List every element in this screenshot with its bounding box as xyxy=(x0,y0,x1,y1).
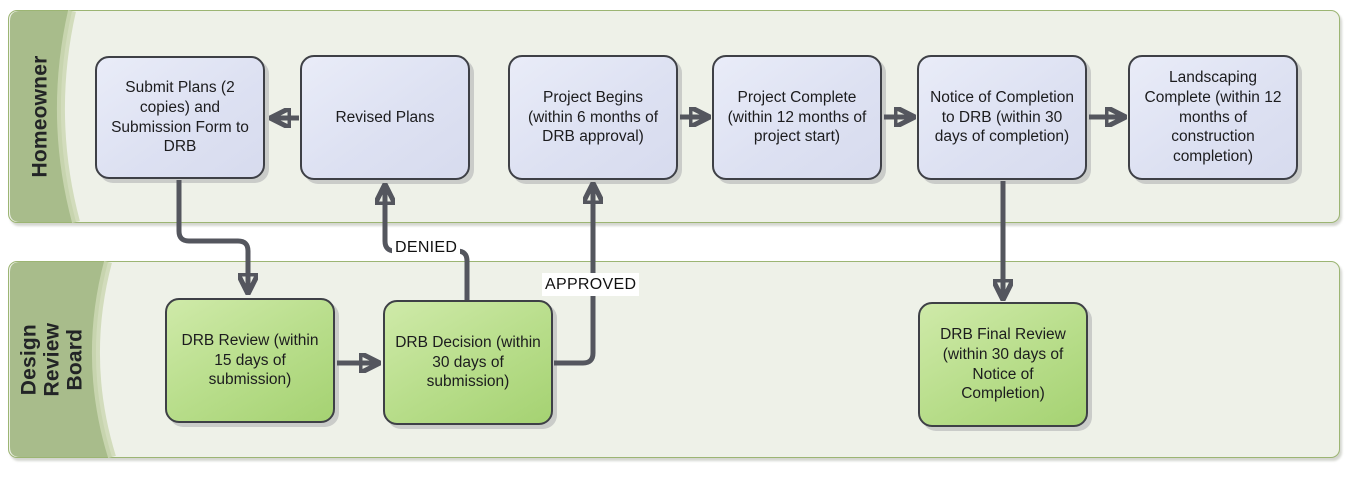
lane-design-review-board: Design Review Board xyxy=(8,261,1340,459)
lane-homeowner-band xyxy=(10,10,80,224)
node-landscaping-complete: Landscaping Complete (within 12 months o… xyxy=(1128,55,1298,180)
node-project-complete: Project Complete (within 12 months of pr… xyxy=(712,55,882,180)
node-notice-of-completion: Notice of Completion to DRB (within 30 d… xyxy=(917,55,1087,180)
node-drb-review-label: DRB Review (within 15 days of submission… xyxy=(181,331,319,389)
edge-label-approved: APPROVED xyxy=(542,273,640,297)
lane-band-trail xyxy=(91,261,116,459)
node-submit-plans: Submit Plans (2 copies) and Submission F… xyxy=(95,56,265,179)
node-project-complete-label: Project Complete (within 12 months of pr… xyxy=(727,88,867,146)
node-submit-plans-label: Submit Plans (2 copies) and Submission F… xyxy=(111,78,249,156)
node-drb-final-review-label: DRB Final Review (within 30 days of Noti… xyxy=(940,325,1066,403)
node-drb-review: DRB Review (within 15 days of submission… xyxy=(165,298,335,423)
node-drb-decision-label: DRB Decision (within 30 days of submissi… xyxy=(395,333,541,391)
node-landscaping-complete-label: Landscaping Complete (within 12 months o… xyxy=(1144,68,1282,166)
edge-label-denied: DENIED xyxy=(392,236,461,260)
lane-drb-band xyxy=(10,261,116,459)
lane-band-shape xyxy=(10,262,112,457)
node-drb-final-review: DRB Final Review (within 30 days of Noti… xyxy=(918,302,1088,427)
node-project-begins-label: Project Begins (within 6 months of DRB a… xyxy=(527,88,659,146)
node-revised-plans-label: Revised Plans xyxy=(335,108,435,126)
node-drb-decision: DRB Decision (within 30 days of submissi… xyxy=(383,300,553,425)
node-notice-of-completion-label: Notice of Completion to DRB (within 30 d… xyxy=(930,88,1074,146)
node-revised-plans: Revised Plans xyxy=(300,55,470,180)
node-project-begins: Project Begins (within 6 months of DRB a… xyxy=(508,55,678,180)
lane-band-trail xyxy=(56,10,80,224)
